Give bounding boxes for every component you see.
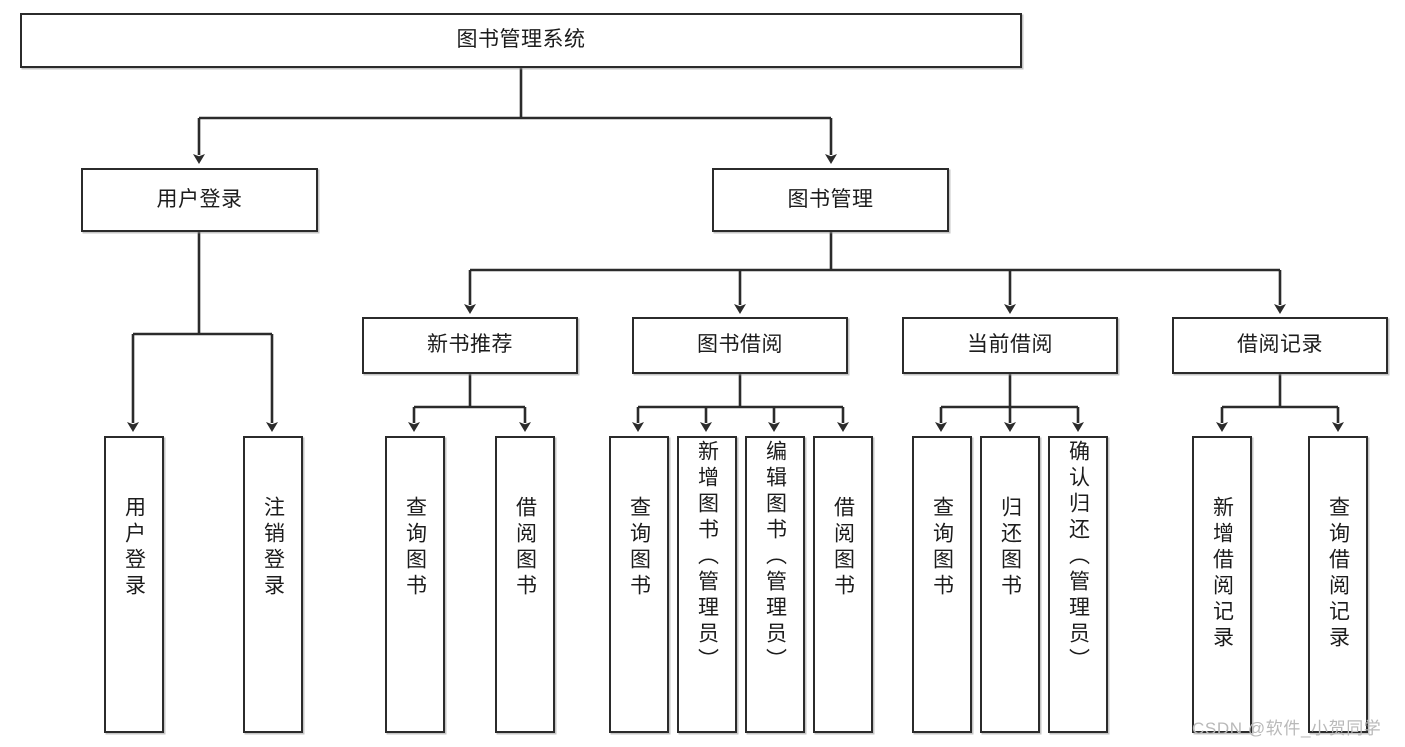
node-leaf-borrow-book-1[interactable]: 借阅图书	[495, 436, 555, 733]
node-user-login-label: 用户登录	[156, 187, 243, 211]
node-leaf-confirm-return[interactable]: 确认归还（管理员）	[1048, 436, 1108, 733]
node-leaf-return-book-label: 归还图书	[998, 496, 1022, 600]
node-borrow-record-label: 借阅记录	[1237, 333, 1323, 357]
node-new-book-recommend[interactable]: 新书推荐	[362, 317, 578, 374]
node-root[interactable]: 图书管理系统	[20, 13, 1022, 68]
node-current-borrow[interactable]: 当前借阅	[902, 317, 1118, 374]
node-leaf-add-record-label: 新增借阅记录	[1210, 496, 1234, 652]
node-book-manage[interactable]: 图书管理	[712, 168, 949, 232]
csdn-watermark: CSDN @软件_小贺同学	[1192, 719, 1382, 738]
node-leaf-query-book-2-label: 查询图书	[627, 496, 651, 600]
node-leaf-query-book-1[interactable]: 查询图书	[385, 436, 445, 733]
node-book-borrow[interactable]: 图书借阅	[632, 317, 848, 374]
node-book-borrow-label: 图书借阅	[697, 333, 783, 357]
node-leaf-borrow-book-2[interactable]: 借阅图书	[813, 436, 873, 733]
node-leaf-add-record[interactable]: 新增借阅记录	[1192, 436, 1252, 733]
node-leaf-add-book-label: 新增图书（管理员）	[695, 440, 719, 674]
node-leaf-user-login[interactable]: 用户登录	[104, 436, 164, 733]
node-book-manage-label: 图书管理	[787, 187, 874, 211]
node-leaf-borrow-book-2-label: 借阅图书	[831, 496, 855, 600]
node-current-borrow-label: 当前借阅	[967, 333, 1053, 357]
node-leaf-user-logout-label: 注销登录	[261, 496, 285, 600]
node-leaf-query-record[interactable]: 查询借阅记录	[1308, 436, 1368, 733]
node-leaf-query-book-3-label: 查询图书	[930, 496, 954, 600]
node-leaf-edit-book[interactable]: 编辑图书（管理员）	[745, 436, 805, 733]
node-leaf-query-book-1-label: 查询图书	[403, 496, 427, 600]
node-leaf-user-logout[interactable]: 注销登录	[243, 436, 303, 733]
node-leaf-return-book[interactable]: 归还图书	[980, 436, 1040, 733]
node-leaf-query-record-label: 查询借阅记录	[1326, 496, 1350, 652]
node-leaf-query-book-2[interactable]: 查询图书	[609, 436, 669, 733]
node-leaf-confirm-return-label: 确认归还（管理员）	[1066, 440, 1090, 674]
node-leaf-edit-book-label: 编辑图书（管理员）	[763, 440, 787, 674]
node-leaf-borrow-book-1-label: 借阅图书	[513, 496, 537, 600]
node-leaf-user-login-label: 用户登录	[122, 496, 146, 600]
node-new-book-recommend-label: 新书推荐	[427, 333, 513, 357]
node-user-login[interactable]: 用户登录	[81, 168, 318, 232]
node-leaf-add-book[interactable]: 新增图书（管理员）	[677, 436, 737, 733]
node-borrow-record[interactable]: 借阅记录	[1172, 317, 1388, 374]
node-root-label: 图书管理系统	[456, 28, 586, 52]
node-leaf-query-book-3[interactable]: 查询图书	[912, 436, 972, 733]
